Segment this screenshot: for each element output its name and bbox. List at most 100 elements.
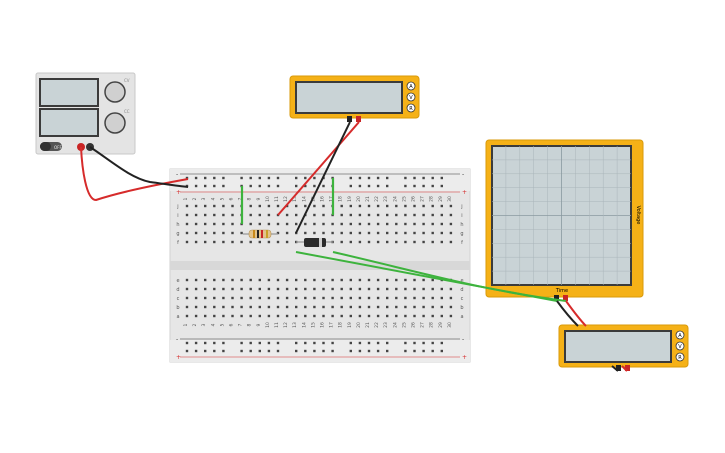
terminal-hole[interactable]: [313, 213, 316, 217]
terminal-hole[interactable]: [185, 213, 189, 217]
terminal-hole[interactable]: [404, 222, 407, 226]
terminal-hole[interactable]: [204, 231, 207, 235]
terminal-hole[interactable]: [204, 305, 207, 309]
rail-hole[interactable]: [304, 176, 307, 180]
terminal-hole[interactable]: [331, 305, 334, 309]
terminal-hole[interactable]: [395, 222, 398, 226]
rail-hole[interactable]: [249, 176, 252, 180]
terminal-hole[interactable]: [331, 314, 334, 318]
terminal-hole[interactable]: [249, 222, 252, 226]
rail-hole[interactable]: [267, 184, 271, 188]
terminal-hole[interactable]: [395, 278, 398, 282]
terminal-hole[interactable]: [413, 287, 416, 291]
diode[interactable]: [296, 238, 333, 247]
terminal-hole[interactable]: [431, 240, 434, 244]
terminal-hole[interactable]: [404, 204, 407, 208]
terminal-hole[interactable]: [213, 314, 216, 318]
terminal-hole[interactable]: [285, 278, 289, 282]
terminal-hole[interactable]: [440, 222, 443, 226]
terminal-hole[interactable]: [349, 240, 352, 244]
terminal-hole[interactable]: [376, 240, 380, 244]
terminal-hole[interactable]: [231, 278, 234, 282]
terminal-hole[interactable]: [313, 305, 316, 309]
terminal-hole[interactable]: [267, 213, 271, 217]
rail-hole[interactable]: [386, 341, 389, 345]
rail-hole[interactable]: [376, 349, 380, 353]
terminal-hole[interactable]: [376, 296, 380, 300]
terminal-hole[interactable]: [349, 314, 352, 318]
terminal-hole[interactable]: [285, 231, 289, 235]
terminal-hole[interactable]: [267, 240, 271, 244]
terminal-hole[interactable]: [358, 305, 362, 309]
rail-hole[interactable]: [304, 341, 307, 345]
terminal-hole[interactable]: [222, 222, 225, 226]
rail-hole[interactable]: [358, 341, 362, 345]
terminal-hole[interactable]: [276, 314, 280, 318]
rail-hole[interactable]: [258, 176, 261, 180]
wire-supply-negative[interactable]: [89, 146, 189, 188]
terminal-hole[interactable]: [194, 287, 198, 291]
terminal-hole[interactable]: [258, 204, 261, 208]
rail-hole[interactable]: [194, 184, 198, 188]
terminal-hole[interactable]: [367, 296, 371, 300]
terminal-hole[interactable]: [395, 287, 398, 291]
diode-body[interactable]: [304, 238, 326, 247]
rail-hole[interactable]: [386, 176, 389, 180]
terminal-hole[interactable]: [349, 213, 352, 217]
terminal-hole[interactable]: [331, 278, 334, 282]
terminal-hole[interactable]: [340, 314, 343, 318]
multimeter-top-pos-probe[interactable]: [356, 116, 361, 122]
terminal-hole[interactable]: [249, 213, 252, 217]
terminal-hole[interactable]: [395, 314, 398, 318]
terminal-hole[interactable]: [231, 204, 234, 208]
terminal-hole[interactable]: [276, 296, 280, 300]
terminal-hole[interactable]: [249, 314, 252, 318]
terminal-hole[interactable]: [449, 305, 453, 309]
rail-hole[interactable]: [240, 176, 243, 180]
rail-hole[interactable]: [376, 184, 380, 188]
terminal-hole[interactable]: [358, 296, 362, 300]
terminal-hole[interactable]: [413, 314, 416, 318]
terminal-hole[interactable]: [185, 240, 189, 244]
current-knob[interactable]: [104, 112, 126, 134]
rail-hole[interactable]: [267, 349, 271, 353]
rail-hole[interactable]: [431, 341, 434, 345]
rail-hole[interactable]: [367, 176, 371, 180]
terminal-hole[interactable]: [213, 231, 216, 235]
terminal-hole[interactable]: [358, 314, 362, 318]
terminal-hole[interactable]: [340, 240, 343, 244]
oscilloscope-neg-probe[interactable]: [554, 295, 559, 301]
terminal-hole[interactable]: [249, 296, 252, 300]
terminal-hole[interactable]: [431, 222, 434, 226]
terminal-hole[interactable]: [431, 278, 434, 282]
terminal-hole[interactable]: [431, 231, 434, 235]
rail-hole[interactable]: [204, 176, 207, 180]
terminal-hole[interactable]: [276, 305, 280, 309]
rail-hole[interactable]: [213, 349, 216, 353]
terminal-hole[interactable]: [213, 213, 216, 217]
terminal-hole[interactable]: [367, 231, 371, 235]
rail-hole[interactable]: [222, 184, 225, 188]
rail-hole[interactable]: [313, 176, 316, 180]
terminal-hole[interactable]: [258, 314, 261, 318]
terminal-hole[interactable]: [204, 278, 207, 282]
terminal-hole[interactable]: [231, 231, 234, 235]
terminal-hole[interactable]: [276, 222, 280, 226]
terminal-hole[interactable]: [376, 287, 380, 291]
terminal-hole[interactable]: [249, 204, 252, 208]
terminal-hole[interactable]: [422, 305, 425, 309]
terminal-hole[interactable]: [395, 231, 398, 235]
resistor[interactable]: [243, 229, 278, 239]
terminal-hole[interactable]: [358, 231, 362, 235]
terminal-hole[interactable]: [440, 204, 443, 208]
rail-hole[interactable]: [240, 349, 243, 353]
rail-hole[interactable]: [267, 341, 271, 345]
power-supply[interactable]: CV CC OFF: [35, 72, 136, 155]
terminal-hole[interactable]: [240, 278, 243, 282]
terminal-hole[interactable]: [222, 231, 225, 235]
rail-hole[interactable]: [276, 184, 280, 188]
terminal-hole[interactable]: [204, 213, 207, 217]
rail-hole[interactable]: [249, 349, 252, 353]
terminal-hole[interactable]: [340, 305, 343, 309]
terminal-hole[interactable]: [431, 204, 434, 208]
